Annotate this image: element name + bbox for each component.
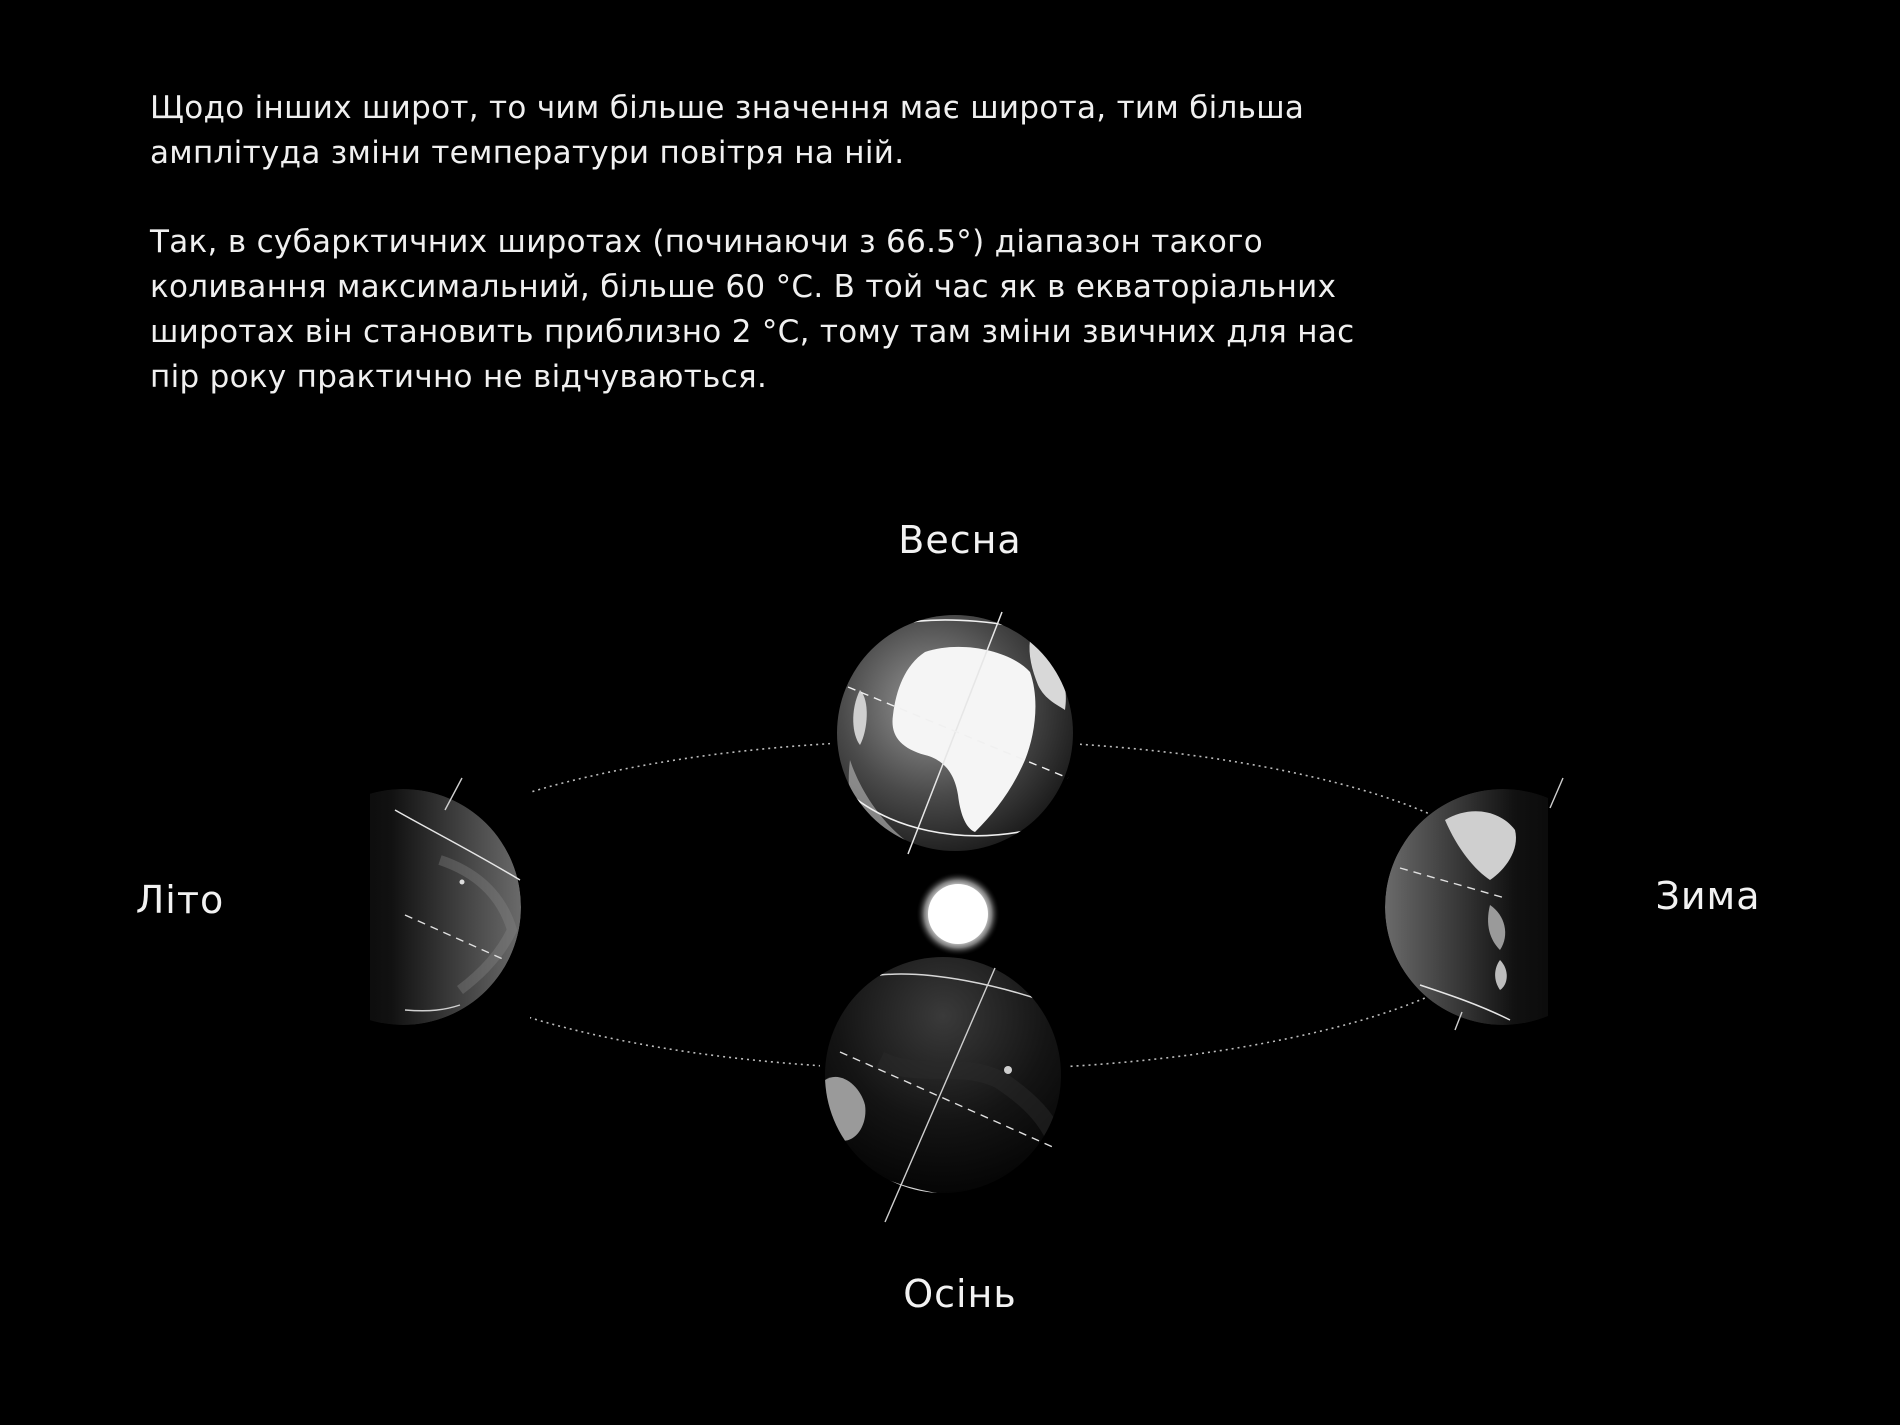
- season-label-winter: Зима: [1655, 874, 1760, 918]
- earth-summer-icon: [270, 777, 530, 1040]
- season-label-spring: Весна: [898, 518, 1021, 562]
- intro-text: Щодо інших широт, то чим більше значення…: [150, 86, 1450, 444]
- earth-autumn-icon: [820, 955, 1070, 1223]
- intro-paragraph-2: Так, в субарктичних широтах (починаючи з…: [150, 224, 1355, 395]
- season-label-autumn: Осінь: [903, 1272, 1017, 1316]
- intro-paragraph-1: Щодо інших широт, то чим більше значення…: [150, 90, 1305, 171]
- sun-icon: [916, 872, 1000, 956]
- season-label-summer: Літо: [136, 878, 225, 922]
- earth-spring-icon: [830, 610, 1080, 860]
- earth-winter-icon: [1385, 777, 1648, 1040]
